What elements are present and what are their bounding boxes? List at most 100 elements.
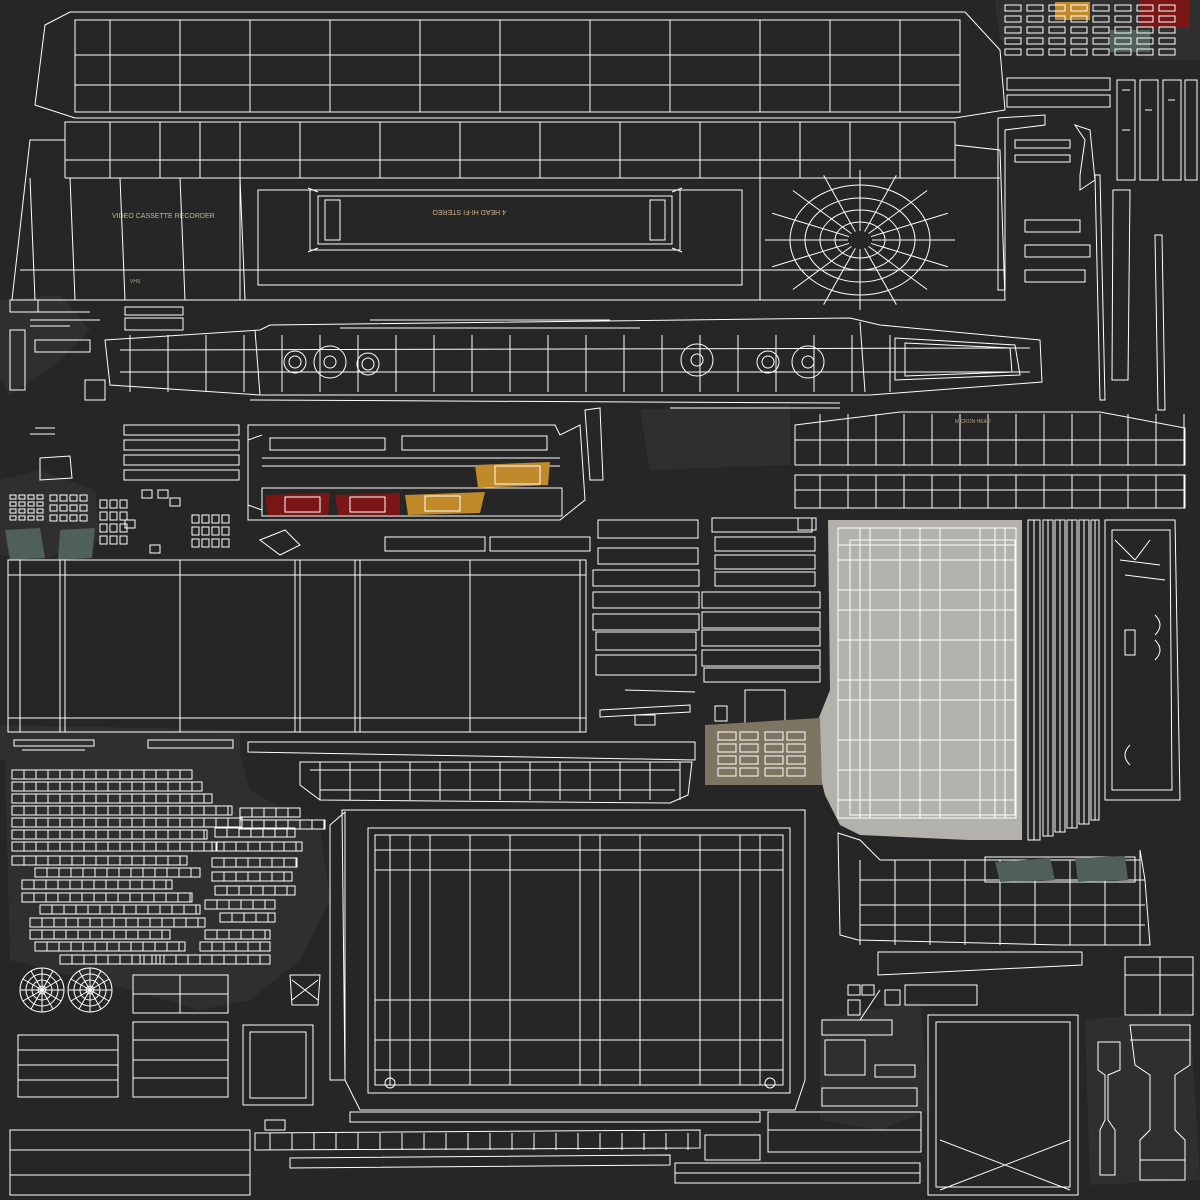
tiny-piece [36,508,44,514]
tiny-piece [119,511,128,521]
uv-strip-rect [797,517,817,531]
tiny-piece [211,514,220,524]
tiny-piece [36,515,44,521]
speaker-spoke [89,989,110,1002]
tiny-piece [1026,48,1044,56]
left-rect-mass [11,769,326,965]
tiny-piece [99,523,108,533]
tiny-piece [1136,37,1154,45]
tiny-piece [36,494,44,500]
tiny-piece [221,514,230,524]
uv-strip-rect [714,571,816,587]
uv-dense-strip [29,929,171,940]
top-right-parts [997,4,1198,411]
speaker-spoke [41,970,54,991]
front-panel-island [11,121,1006,310]
bottom-long-strips [254,1111,761,1169]
dial-spoke [772,242,850,268]
speaker-spoke [41,978,62,991]
uv-dense-strip [239,819,326,830]
decal-bit [786,755,806,765]
decal-bit [764,731,784,741]
uv-strip-rect [701,629,821,647]
decal-bit [764,743,784,753]
tiny-piece [1004,15,1022,23]
uv-strip-rect [703,667,821,683]
tiny-piece [201,514,210,524]
strip-button-circle [791,345,825,379]
tiny-piece [27,508,35,514]
tiny-piece [884,989,901,1006]
tiny-piece [99,535,108,545]
uv-strip-rect [701,611,821,629]
uv-dense-strip [34,867,201,878]
tiny-piece [1048,26,1066,34]
dial-spoke [864,248,897,305]
tiny-piece [99,499,108,509]
speaker-spoke [70,978,91,991]
tiny-piece [1136,26,1154,34]
tiny-piece [9,515,17,521]
strip-button-circle [283,350,307,374]
top-bezel-island [34,11,1006,119]
speaker-circles [19,967,113,1013]
dial-spoke [772,212,850,238]
knob-leg-parts [1097,1024,1191,1181]
tiny-piece [1048,15,1066,23]
tiny-piece [69,514,78,522]
front-panel-heads-text: 4 HEAD HI-FI STEREO [432,208,506,215]
tiny-piece [1070,4,1088,12]
tiny-piece [1092,48,1110,56]
uv-edge [179,177,186,301]
tiny-piece [9,494,17,500]
uv-strip-rect [597,519,699,539]
tiny-piece [1136,48,1154,56]
tiny-piece [1136,15,1154,23]
tiny-piece [18,508,26,514]
uv-strip-rect [595,631,697,651]
right-lower-island [837,832,1194,1196]
uv-dense-strip [29,917,206,928]
uv-dense-strip [11,769,193,780]
speaker-spoke [89,978,110,991]
tiny-piece [847,999,861,1016]
uv-strip-rect [592,591,700,609]
mid-strip-island [247,741,696,804]
tiny-piece [1070,37,1088,45]
speaker-spoke [41,989,62,1002]
speaker-spoke [22,978,43,991]
uv-strip-rect [592,613,700,631]
tiny-piece [79,504,88,512]
uv-edge [29,177,36,301]
uv-dense-strip [204,899,276,910]
tiny-piece [211,526,220,536]
decal-bit [717,755,737,765]
tiny-piece [191,514,200,524]
strip-button-circle [356,352,380,376]
decal-bit [739,767,759,777]
button-strip-island [104,317,1043,396]
tiny-piece [124,519,136,529]
uv-strip-rect [714,554,816,570]
strip-button-circle [680,343,714,377]
tiny-piece [1114,15,1132,23]
speaker-spoke [70,989,91,1002]
tiny-piece [109,535,118,545]
decal-bit [739,755,759,765]
tiny-piece [1114,37,1132,45]
uv-dense-strip [211,857,298,868]
uv-dense-strip [11,781,203,792]
tiny-piece [109,499,118,509]
tiny-piece [1004,37,1022,45]
uv-dense-strip [11,793,213,804]
tiny-piece [1092,4,1110,12]
dial-spoke [792,190,852,235]
speaker-spoke [78,989,91,1010]
uv-dense-strip [139,954,271,965]
uv-edge [119,177,126,301]
tiny-piece [221,526,230,536]
uv-dense-strip [204,929,271,940]
tiny-piece [69,494,78,502]
tiny-piece [1048,48,1066,56]
tiny-piece [59,504,68,512]
